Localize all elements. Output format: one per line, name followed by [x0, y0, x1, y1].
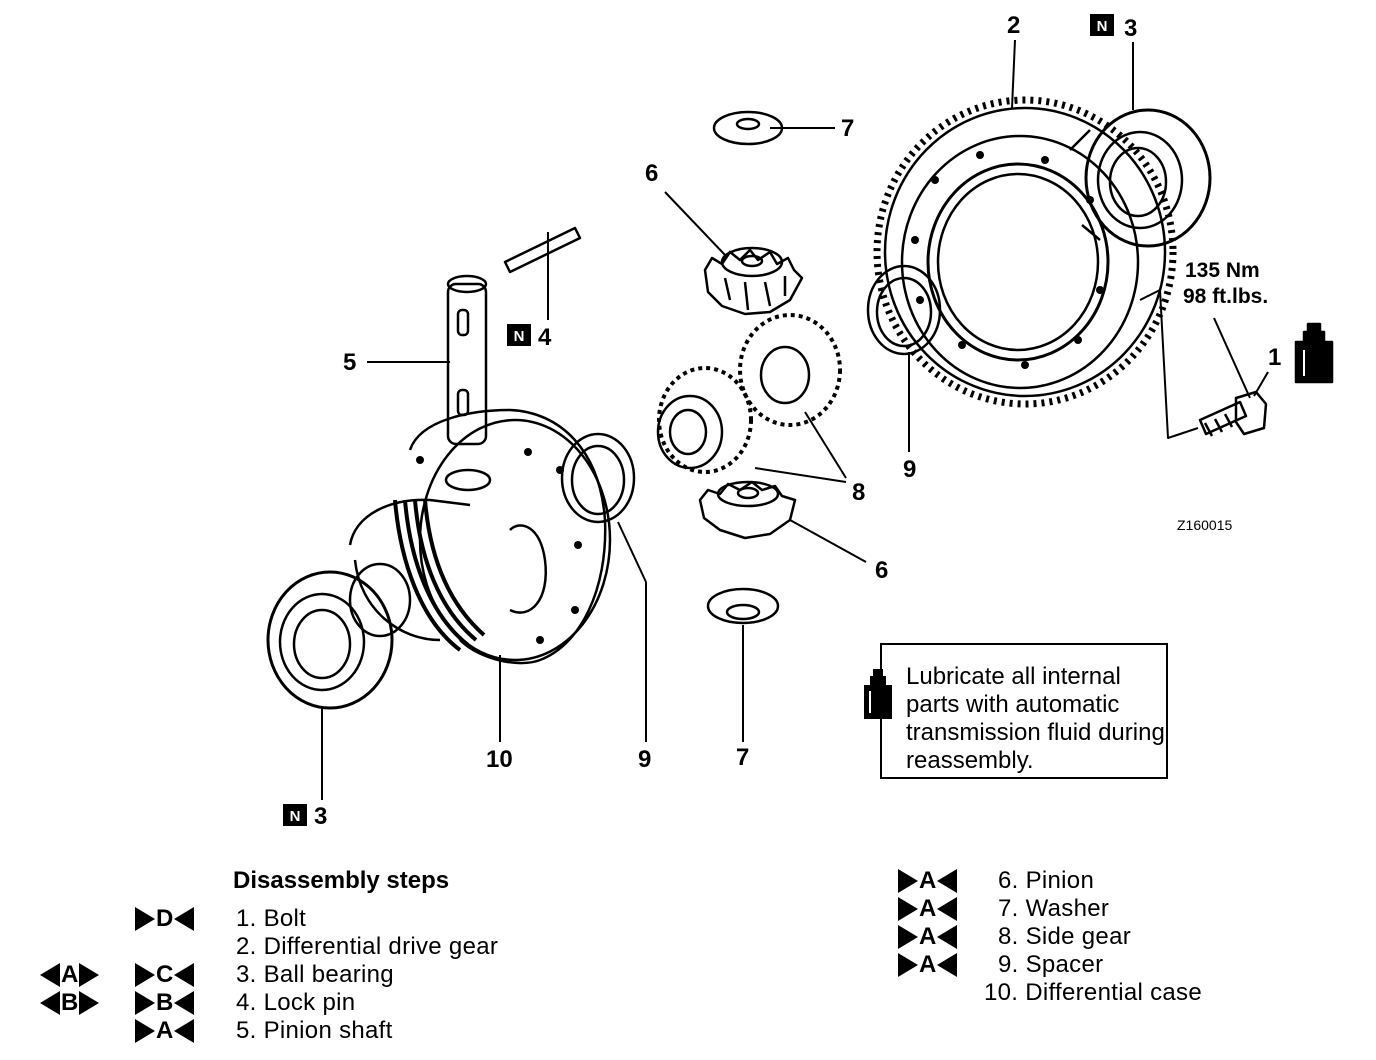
disassembly-mark-step-4: B	[135, 989, 195, 1016]
svg-text:N: N	[290, 808, 301, 825]
lubrication-note: Lubricate all internal parts with automa…	[864, 643, 1168, 779]
callout-7-bottom: 7	[736, 744, 749, 771]
callout-9-left: 9	[638, 746, 651, 773]
step-9: 9. Spacer	[998, 951, 1104, 978]
disassembly-mark-step-6: A	[898, 867, 958, 894]
disassembly-mark-step-9: A	[898, 951, 958, 978]
disassembly-mark-step-7: A	[898, 895, 958, 922]
torque-nm: 135 Nm	[1185, 259, 1260, 282]
disassembly-mark-step-8: A	[898, 923, 958, 950]
disassembly-mark-step-3: C	[135, 961, 195, 988]
spacer-left	[560, 432, 636, 524]
steps-title: Disassembly steps	[233, 867, 450, 894]
lock-pin	[503, 226, 582, 274]
leader-lines	[321, 39, 1269, 800]
spacer-right	[866, 264, 942, 356]
reassembly-mark-step-4: B	[40, 989, 100, 1016]
ball-bearing-upper	[1069, 108, 1212, 248]
svg-text:N: N	[514, 328, 525, 345]
bolt	[1198, 390, 1268, 437]
step-3: 3. Ball bearing	[236, 961, 394, 988]
side-gear-upper	[738, 313, 842, 427]
callout-4: 4	[538, 324, 552, 351]
disassembly-mark-step-1: D	[135, 905, 195, 932]
pinion-lower	[698, 480, 797, 540]
reassembly-mark-step-3: A	[40, 961, 100, 988]
disassembly-mark-step-5: A	[135, 1017, 195, 1044]
step-4: 4. Lock pin	[236, 989, 356, 1016]
callout-7-top: 7	[841, 115, 854, 142]
callout-1: 1	[1268, 344, 1281, 371]
lubrication-note-text: Lubricate all internal parts with automa…	[906, 663, 1165, 774]
svg-text:N: N	[1097, 18, 1108, 35]
lubricant-bottle-icon	[1294, 322, 1334, 384]
lubricant-bottle-icon	[864, 669, 892, 719]
callout-3-top: 3	[1124, 15, 1137, 42]
callout-9-right: 9	[903, 456, 916, 483]
exploded-view-diagram: N N N 2 3 7 6 4 5 1 9 8 6 10 9 7 3 135 N…	[266, 12, 1334, 830]
new-part-badge-lockpin: N	[507, 324, 531, 346]
callout-3-bottom: 3	[314, 803, 327, 830]
new-part-badge-bottom: N	[283, 804, 307, 826]
figure-code: Z160015	[1177, 517, 1232, 533]
step-6: 6. Pinion	[998, 867, 1095, 894]
callout-2: 2	[1007, 12, 1020, 39]
ball-bearing-lower	[266, 570, 394, 710]
torque-ftlbs: 98 ft.lbs.	[1183, 285, 1268, 308]
callout-6-top: 6	[645, 160, 658, 187]
callout-8: 8	[852, 479, 865, 506]
differential-drive-gear	[873, 96, 1177, 408]
side-gear-lower	[656, 366, 753, 474]
step-5: 5. Pinion shaft	[236, 1017, 393, 1044]
washer-lower	[706, 587, 780, 625]
callout-6-bottom: 6	[875, 557, 888, 584]
step-8: 8. Side gear	[998, 923, 1132, 950]
pinion-upper	[703, 246, 804, 316]
callout-10: 10	[486, 746, 513, 773]
step-2: 2. Differential drive gear	[236, 933, 499, 960]
step-10: 10. Differential case	[984, 979, 1202, 1006]
new-part-badge-top: N	[1090, 14, 1114, 36]
step-1: 1. Bolt	[236, 905, 307, 932]
callout-5: 5	[343, 349, 356, 376]
pinion-shaft	[446, 274, 488, 446]
differential-case	[348, 408, 612, 665]
step-7: 7. Washer	[998, 895, 1110, 922]
